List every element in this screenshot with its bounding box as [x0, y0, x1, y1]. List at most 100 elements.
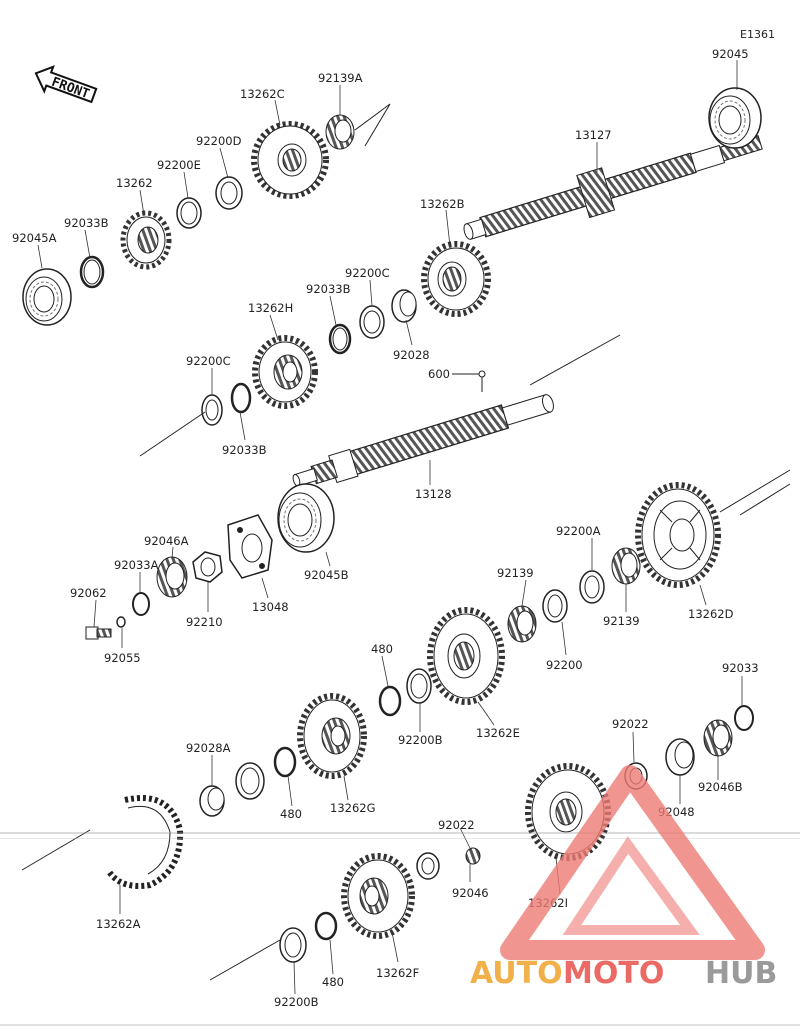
bushing-92048 [665, 738, 695, 776]
label-13262E: 13262E [476, 726, 520, 740]
bearing-92045 [708, 87, 762, 149]
gear-13262D [635, 482, 721, 588]
circlip-92033A [132, 592, 150, 616]
scan-noise-band [0, 832, 800, 1026]
label-92139A: 92139A [318, 71, 363, 85]
label-13262H: 13262H [248, 301, 293, 315]
label-13262D: 13262D [688, 607, 734, 621]
watermark-part-2: MOTO [563, 956, 664, 991]
washer-92200D [215, 176, 243, 210]
gear-13262C [251, 121, 329, 199]
part-labels: 92045 92139A 13262C 92200D 92200E 13262 … [12, 47, 759, 1009]
watermark-logo: AUTO MOTO HUB [470, 765, 777, 991]
label-480-mid: 480 [371, 642, 393, 656]
label-92028A: 92028A [186, 741, 231, 755]
label-13128: 13128 [415, 487, 452, 501]
washer-92200A [579, 570, 605, 604]
gear-13262H [252, 335, 318, 409]
needle-bearing-92046A [156, 556, 188, 598]
label-92139-right: 92139 [603, 614, 640, 628]
label-92200C-low: 92200C [186, 354, 231, 368]
label-92033-right: 92033 [722, 661, 759, 675]
washer-92200C-mid [359, 305, 385, 339]
nut-92210 [192, 551, 223, 583]
gear-13262A [105, 795, 184, 889]
washer-92055 [116, 616, 126, 628]
callout-600-marker [452, 370, 486, 392]
holder-13048 [227, 514, 273, 579]
watermark-part-3: HUB [705, 956, 777, 991]
label-92046B: 92046B [698, 780, 743, 794]
axis-guides [21, 103, 791, 981]
label-92055: 92055 [104, 651, 141, 665]
label-92200B-bottom: 92200B [274, 995, 319, 1009]
label-92139-left: 92139 [497, 566, 534, 580]
label-13127: 13127 [575, 128, 612, 142]
label-13262C: 13262C [240, 87, 285, 101]
label-13262G: 13262G [330, 801, 376, 815]
washer-92200E [176, 197, 202, 229]
label-13262A: 13262A [96, 917, 141, 931]
label-92200D: 92200D [196, 134, 242, 148]
label-92200A: 92200A [556, 524, 601, 538]
gear-13262G [297, 693, 367, 779]
circlip-480-left [273, 746, 297, 778]
needle-bearing-92139-right [611, 547, 641, 585]
gear-13262B [421, 241, 491, 317]
circlip-92033-right [734, 705, 754, 731]
label-92200E: 92200E [157, 158, 201, 172]
bushing-92028A [199, 785, 225, 817]
front-arrow-icon: FRONT [34, 65, 98, 104]
label-480-bottom: 480 [322, 975, 344, 989]
label-92028: 92028 [393, 348, 430, 362]
label-92033B-low: 92033B [222, 443, 267, 457]
shaft-13128 [292, 394, 554, 487]
bearing-92045A [22, 268, 72, 326]
washer-92022-bottom [416, 852, 440, 880]
label-92045B: 92045B [304, 568, 349, 582]
washer-92200C-low [201, 394, 223, 426]
label-92210: 92210 [186, 615, 223, 629]
label-92062: 92062 [70, 586, 107, 600]
label-92022-right: 92022 [612, 717, 649, 731]
needle-bearing-92046 [465, 847, 481, 865]
label-92045: 92045 [712, 47, 749, 61]
label-92022-bottom: 92022 [438, 818, 475, 832]
leader-lines [37, 60, 743, 995]
shaft-13127 [463, 135, 763, 240]
label-92033B-mid: 92033B [306, 282, 351, 296]
washer-92200B-mid [406, 668, 432, 704]
label-480-left: 480 [280, 807, 302, 821]
diagram-code: E1361 [740, 28, 775, 41]
needle-bearing-92139-left [507, 605, 537, 643]
bushing-92028 [391, 289, 417, 323]
circlip-92033B-low [230, 382, 252, 414]
gear-13262F [341, 853, 415, 939]
circlip-92033B-mid [328, 323, 352, 355]
washer-92200B-bottom [279, 927, 307, 963]
label-92046A: 92046A [144, 534, 189, 548]
label-13048: 13048 [252, 600, 289, 614]
label-92200: 92200 [546, 658, 583, 672]
label-13262: 13262 [116, 176, 153, 190]
circlip-480-mid [378, 685, 402, 717]
needle-bearing-92139A [325, 114, 355, 150]
label-92045A: 92045A [12, 231, 57, 245]
bolt-92062 [85, 626, 112, 640]
watermark-part-1: AUTO [470, 956, 563, 991]
washer-unlabeled [235, 762, 265, 800]
label-92200B-mid: 92200B [398, 733, 443, 747]
label-13262B: 13262B [420, 197, 465, 211]
label-92033B-top: 92033B [64, 216, 109, 230]
label-600: 600 [428, 367, 450, 381]
gear-13262E [427, 607, 505, 705]
needle-bearing-92046B [703, 719, 733, 757]
label-13262F: 13262F [376, 966, 419, 980]
washer-92200 [542, 589, 568, 623]
bearing-92045B [277, 483, 335, 553]
circlip-480-bottom [314, 911, 338, 941]
circlip-92033B-top [79, 255, 105, 289]
gear-13262 [120, 210, 172, 270]
label-92200C-mid: 92200C [345, 266, 390, 280]
